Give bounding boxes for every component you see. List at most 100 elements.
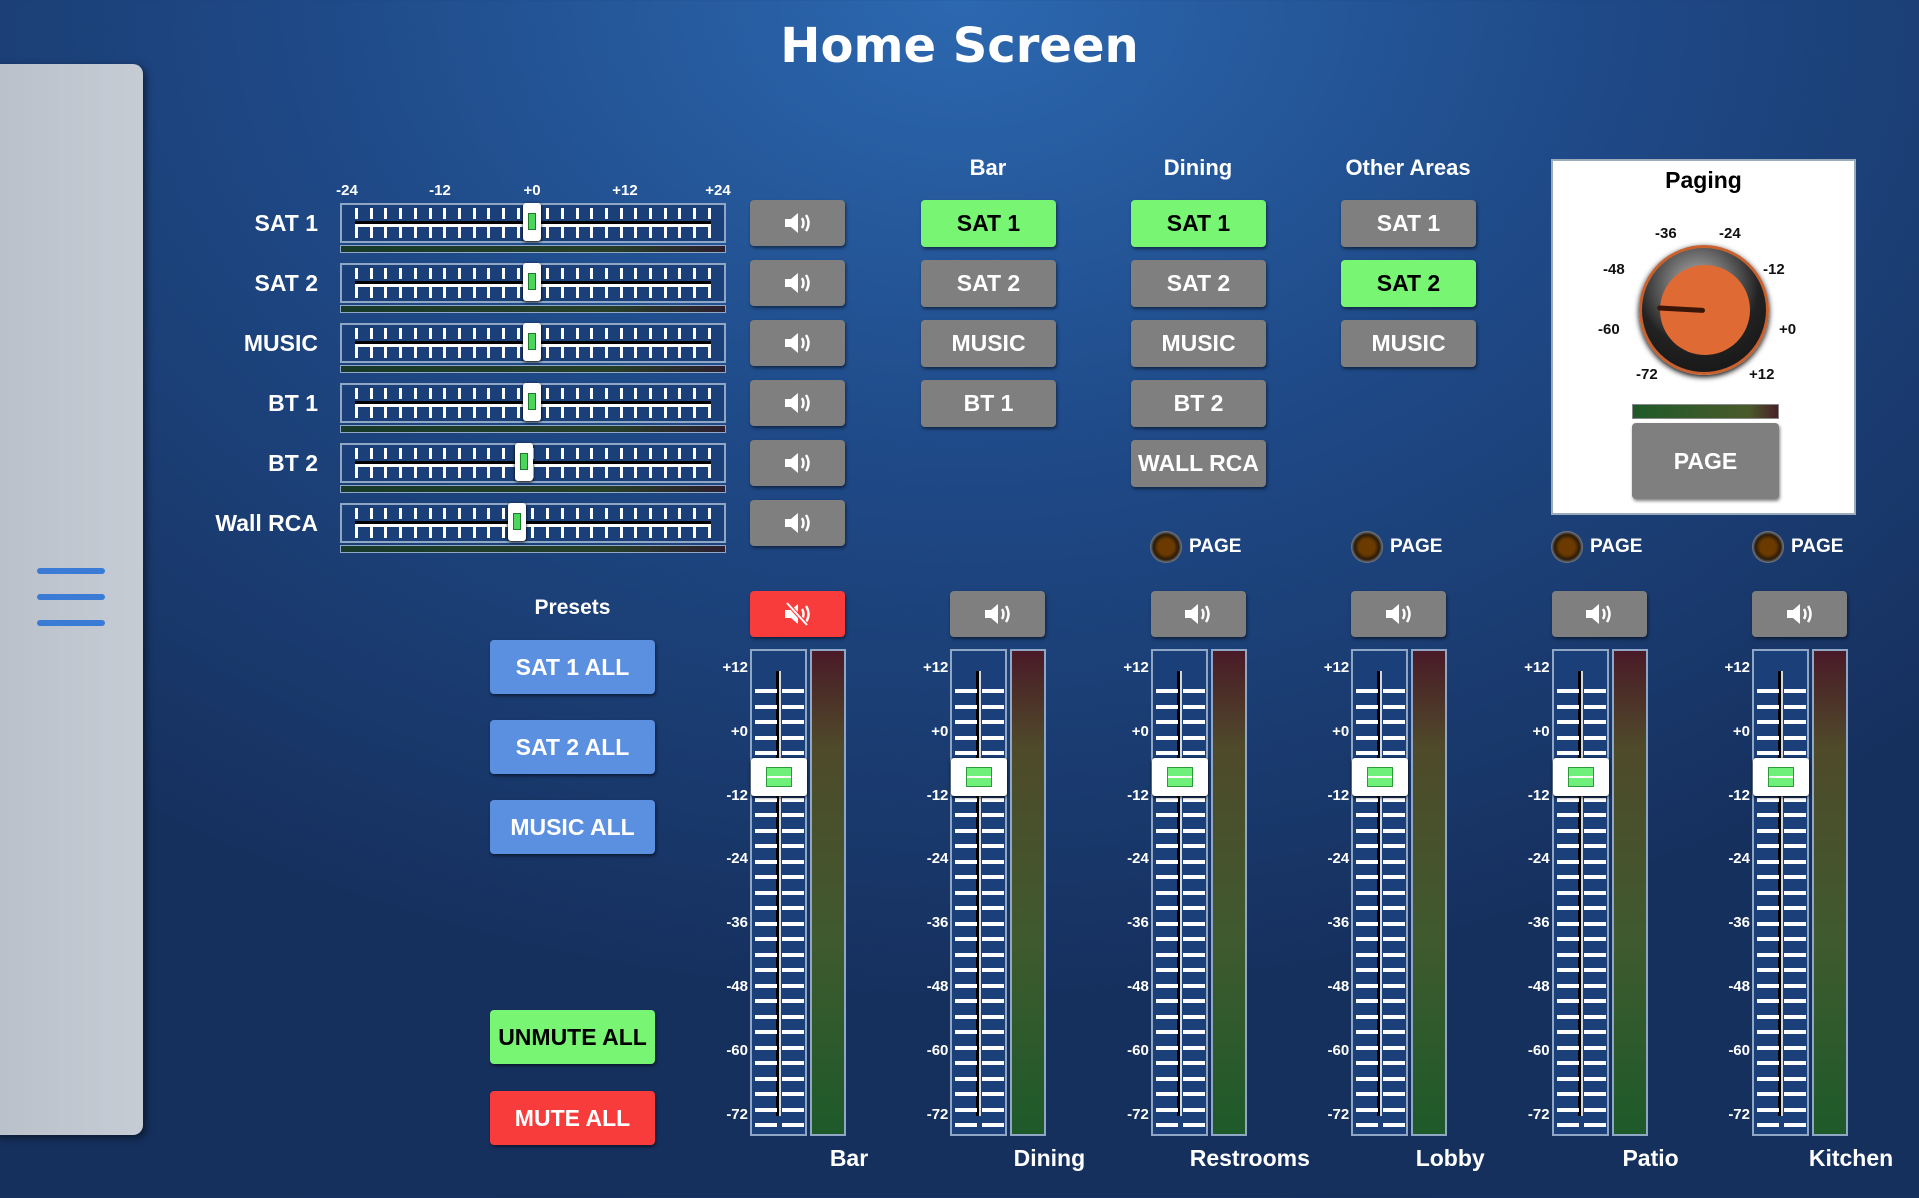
route-source-button[interactable]: BT 1 [921, 380, 1056, 427]
fader-tick [982, 983, 1005, 988]
fader-tick [1757, 968, 1779, 972]
zone-mute-button[interactable] [950, 591, 1046, 637]
fader-tick [782, 1061, 804, 1065]
slider-thumb[interactable] [515, 443, 534, 481]
slider-thumb[interactable] [522, 203, 541, 241]
slider-tick [693, 508, 697, 519]
slider-thumb[interactable] [522, 263, 541, 301]
source-level-slider[interactable] [340, 323, 726, 363]
source-level-slider[interactable] [340, 443, 726, 483]
fader-tick [1784, 797, 1806, 802]
route-source-button[interactable]: MUSIC [1131, 320, 1266, 367]
slider-tick [502, 448, 505, 459]
zone-mute-button[interactable] [1150, 591, 1246, 637]
slider-tick [590, 227, 594, 238]
slider-tick [546, 208, 550, 219]
slider-tick [575, 388, 579, 399]
source-mute-button[interactable] [750, 320, 845, 366]
slider-tick [516, 208, 520, 219]
route-source-button[interactable]: WALL RCA [1131, 440, 1266, 487]
route-source-button[interactable]: SAT 2 [1341, 260, 1476, 307]
fader-tick [1182, 921, 1205, 926]
fader-tick [1182, 735, 1205, 740]
fader-scale-label: -72 [1127, 1105, 1149, 1123]
slider-tick [516, 227, 520, 238]
source-level-slider[interactable] [340, 263, 726, 303]
slider-thumb[interactable] [522, 383, 541, 421]
route-source-button[interactable]: BT 2 [1131, 380, 1266, 427]
fader-tick [782, 813, 804, 817]
paging-volume-knob[interactable] [1639, 245, 1769, 375]
mute-all-button[interactable]: MUTE ALL [490, 1091, 655, 1145]
slider-tick [590, 527, 594, 538]
slider-tick [590, 467, 594, 478]
zone-volume-fader[interactable] [750, 649, 807, 1136]
menu-icon[interactable] [37, 568, 105, 628]
route-source-button[interactable]: SAT 1 [1131, 200, 1266, 247]
zone-volume-fader[interactable] [1752, 649, 1809, 1136]
zone-name: Bar [829, 1145, 869, 1171]
slider-thumb[interactable] [522, 323, 541, 361]
fader-scale-label: -72 [726, 1105, 748, 1123]
source-level-slider[interactable] [340, 503, 726, 543]
fader-track [976, 671, 982, 1116]
zone-mute-button[interactable] [750, 591, 845, 637]
fader-thumb[interactable] [1753, 757, 1809, 796]
fader-tick [782, 1030, 804, 1034]
source-level-slider[interactable] [340, 383, 726, 423]
source-mute-button[interactable] [750, 500, 845, 546]
source-mute-button[interactable] [750, 380, 845, 426]
fader-tick [982, 720, 1005, 724]
source-mute-button[interactable] [750, 260, 845, 306]
zone-volume-fader[interactable] [1150, 649, 1208, 1136]
fader-tick [1356, 1030, 1379, 1034]
zone-volume-fader[interactable] [950, 649, 1008, 1136]
page-button[interactable]: PAGE [1632, 423, 1779, 499]
route-source-button[interactable]: SAT 2 [1131, 260, 1266, 307]
fader-tick [955, 735, 978, 740]
zone-volume-fader[interactable] [1551, 649, 1609, 1136]
slider-tick [575, 467, 579, 478]
zone-name: Restrooms [1189, 1145, 1310, 1171]
source-level-meter [340, 365, 726, 373]
fader-tick [1155, 1076, 1178, 1081]
route-source-button[interactable]: SAT 1 [921, 200, 1056, 247]
slider-tick [575, 268, 579, 279]
fader-tick [1757, 1061, 1779, 1065]
fader-thumb[interactable] [1552, 757, 1609, 796]
fader-tick [1784, 1123, 1806, 1127]
fader-tick [1383, 859, 1406, 864]
zone-mute-button[interactable] [1551, 591, 1647, 637]
slider-tick [546, 448, 550, 459]
route-source-button[interactable]: MUSIC [921, 320, 1056, 367]
unmute-all-button[interactable]: UNMUTE ALL [490, 1010, 655, 1064]
slider-tick [649, 347, 652, 358]
zone-mute-button[interactable] [1752, 591, 1847, 637]
fader-tick [1583, 859, 1606, 864]
fader-thumb[interactable] [951, 757, 1008, 796]
slider-tick [590, 388, 594, 399]
route-source-button[interactable]: SAT 2 [921, 260, 1056, 307]
fader-tick [982, 921, 1005, 926]
zone-volume-fader[interactable] [1351, 649, 1409, 1136]
slider-tick [369, 227, 373, 238]
fader-thumb[interactable] [751, 757, 807, 796]
preset-button[interactable]: MUSIC ALL [490, 800, 655, 854]
route-source-button[interactable]: MUSIC [1341, 320, 1476, 367]
source-level-slider[interactable] [340, 203, 726, 243]
source-mute-button[interactable] [750, 200, 845, 246]
zone-mute-button[interactable] [1351, 591, 1447, 637]
fader-tick [1383, 689, 1406, 693]
fader-thumb[interactable] [1352, 757, 1409, 796]
slider-tick [369, 467, 373, 478]
fader-thumb[interactable] [1151, 757, 1208, 796]
slider-tick [546, 527, 550, 538]
fader-tick [982, 1123, 1005, 1127]
preset-button[interactable]: SAT 1 ALL [490, 640, 655, 694]
slider-tick [590, 347, 594, 358]
slider-thumb[interactable] [507, 503, 526, 541]
fader-tick [1583, 968, 1606, 972]
source-mute-button[interactable] [750, 440, 845, 486]
route-source-button[interactable]: SAT 1 [1341, 200, 1476, 247]
preset-button[interactable]: SAT 2 ALL [490, 720, 655, 774]
